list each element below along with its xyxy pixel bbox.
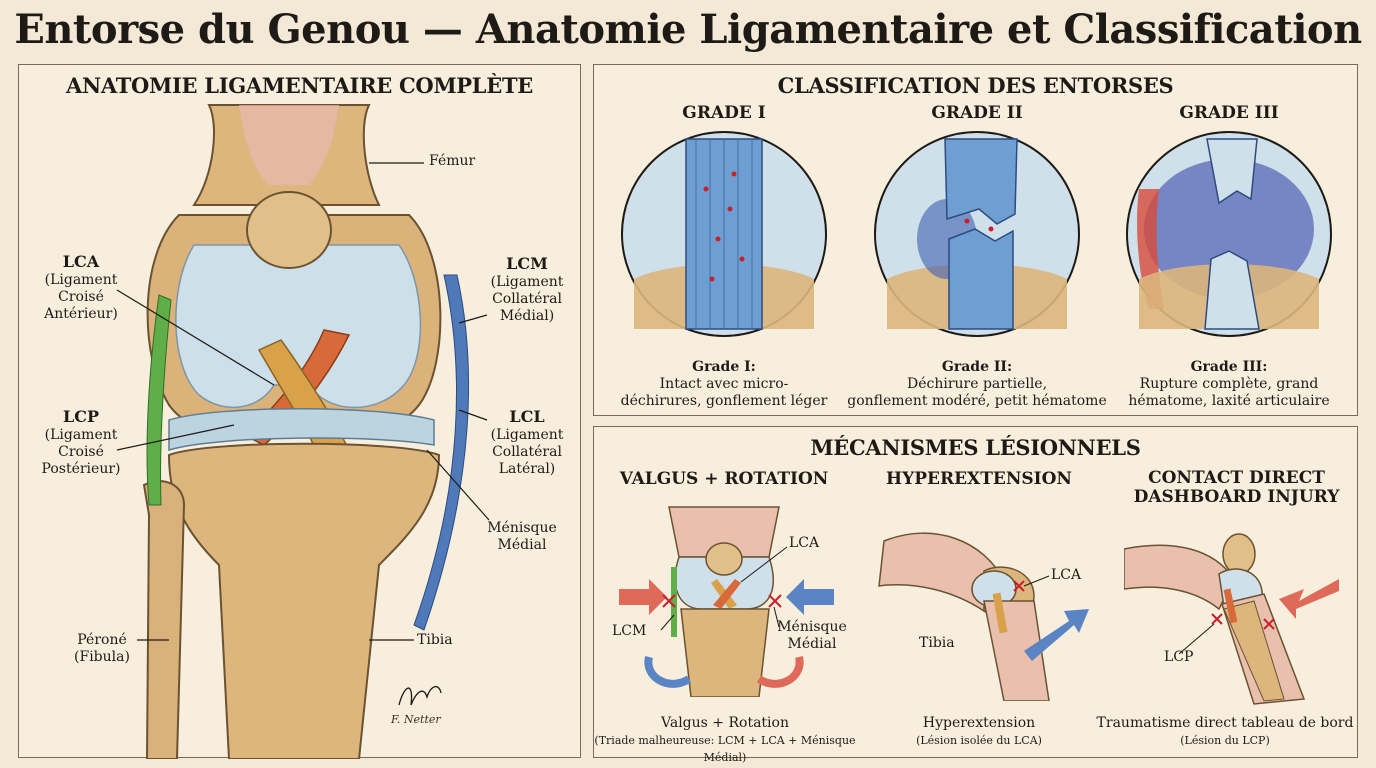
artist-signature: F. Netter xyxy=(391,713,441,726)
grade-1-caption: Grade I: Intact avec micro- déchirures, … xyxy=(604,359,844,410)
anatomy-heading: ANATOMIE LIGAMENTAIRE COMPLÈTE xyxy=(65,73,534,98)
valgus-caption-sub: (Triade malheureuse: LCM + LCA + Ménisqu… xyxy=(594,734,856,764)
grade-1-caption-title: Grade I: xyxy=(692,359,756,375)
direct-title-line2: DASHBOARD INJURY xyxy=(1133,487,1340,507)
label-tibia: Tibia xyxy=(417,632,453,648)
grade-2-caption: Grade II: Déchirure partielle, gonflemen… xyxy=(837,359,1117,410)
direct-label-lcp: LCP xyxy=(1164,649,1194,665)
direct-caption-sub: (Lésion du LCP) xyxy=(1180,734,1270,747)
label-lcp: LCP (Ligament Croisé Postérieur) xyxy=(37,408,125,478)
classification-heading: CLASSIFICATION DES ENTORSES xyxy=(777,73,1174,98)
label-menisque: Ménisque Médial xyxy=(487,520,557,553)
valgus-title: VALGUS + ROTATION xyxy=(619,469,829,489)
label-lcl-full: (Ligament Collatéral Latéral) xyxy=(490,427,564,477)
hyper-caption: Hyperextension (Lésion isolée du LCA) xyxy=(874,715,1084,749)
label-lcl-abbr: LCL xyxy=(509,407,545,426)
direct-caption: Traumatisme direct tableau de bord (Lési… xyxy=(1094,715,1356,749)
hyper-label-lca: LCA xyxy=(1051,567,1082,583)
mechanisms-heading: MÉCANISMES LÉSIONNELS xyxy=(810,435,1141,460)
grade-1-caption-line1: Intact avec micro- xyxy=(659,376,789,392)
anatomy-panel: ANATOMIE LIGAMENTAIRE COMPLÈTE xyxy=(18,64,581,759)
page-title: Entorse du Genou — Anatomie Ligamentaire… xyxy=(14,6,1362,53)
hyperextension-illustration xyxy=(878,532,1089,701)
grade-1-title: GRADE I xyxy=(682,103,766,123)
label-femur: Fémur xyxy=(429,153,476,169)
grade-2-title: GRADE II xyxy=(931,103,1023,123)
label-lcm: LCM (Ligament Collatéral Médial) xyxy=(487,255,567,325)
direct-caption-main: Traumatisme direct tableau de bord xyxy=(1096,715,1354,731)
grade-3-caption-title: Grade III: xyxy=(1190,359,1268,375)
label-lca-abbr: LCA xyxy=(62,252,100,271)
direct-contact-illustration xyxy=(1124,533,1339,705)
grade-3-title: GRADE III xyxy=(1179,103,1279,123)
classification-panel: CLASSIFICATION DES ENTORSES GRADE I Grad… xyxy=(593,64,1358,416)
hyper-caption-sub: (Lésion isolée du LCA) xyxy=(916,734,1042,747)
grade-3-caption-line1: Rupture complète, grand xyxy=(1139,376,1319,392)
mechanisms-panel: MÉCANISMES LÉSIONNELS VALGUS + ROTATION … xyxy=(593,426,1358,764)
label-lcp-full: (Ligament Croisé Postérieur) xyxy=(41,427,121,477)
valgus-caption: Valgus + Rotation (Triade malheureuse: L… xyxy=(594,715,856,766)
valgus-label-lcm: LCM xyxy=(612,623,647,639)
label-perone: Péroné (Fibula) xyxy=(74,632,130,665)
label-lcl: LCL (Ligament Collatéral Latéral) xyxy=(487,408,567,478)
label-lca-full: (Ligament Croisé Antérieur) xyxy=(44,272,118,322)
grade-2-caption-title: Grade II: xyxy=(941,359,1013,375)
label-lcp-abbr: LCP xyxy=(62,407,99,426)
grade-3-illustration xyxy=(1126,131,1332,337)
valgus-illustration xyxy=(619,506,834,697)
grade-3-caption-line2: hématome, laxité articulaire xyxy=(1128,393,1330,409)
grade-2-caption-line2: gonflement modéré, petit hématome xyxy=(847,393,1107,409)
valgus-caption-main: Valgus + Rotation xyxy=(661,715,789,731)
grade-2-caption-line1: Déchirure partielle, xyxy=(906,376,1048,392)
grade-1-caption-line2: déchirures, gonflement léger xyxy=(620,393,828,409)
label-lcm-full: (Ligament Collatéral Médial) xyxy=(490,274,564,324)
hyper-title: HYPEREXTENSION xyxy=(886,469,1072,489)
hyper-label-tibia: Tibia xyxy=(919,635,955,651)
hyper-caption-main: Hyperextension xyxy=(922,715,1036,731)
grade-1-illustration xyxy=(621,131,827,337)
valgus-label-lca: LCA xyxy=(789,535,820,551)
valgus-label-menisque: Ménisque Médial xyxy=(777,619,847,652)
direct-title-line1: CONTACT DIRECT xyxy=(1148,468,1325,488)
knee-anatomy-illustration xyxy=(116,104,490,759)
label-lcm-abbr: LCM xyxy=(506,254,548,273)
grade-2-illustration xyxy=(874,131,1080,337)
grade-3-caption: Grade III: Rupture complète, grand hémat… xyxy=(1104,359,1354,410)
label-lca: LCA (Ligament Croisé Antérieur) xyxy=(37,253,125,323)
direct-title: CONTACT DIRECT DASHBOARD INJURY xyxy=(1124,469,1349,507)
